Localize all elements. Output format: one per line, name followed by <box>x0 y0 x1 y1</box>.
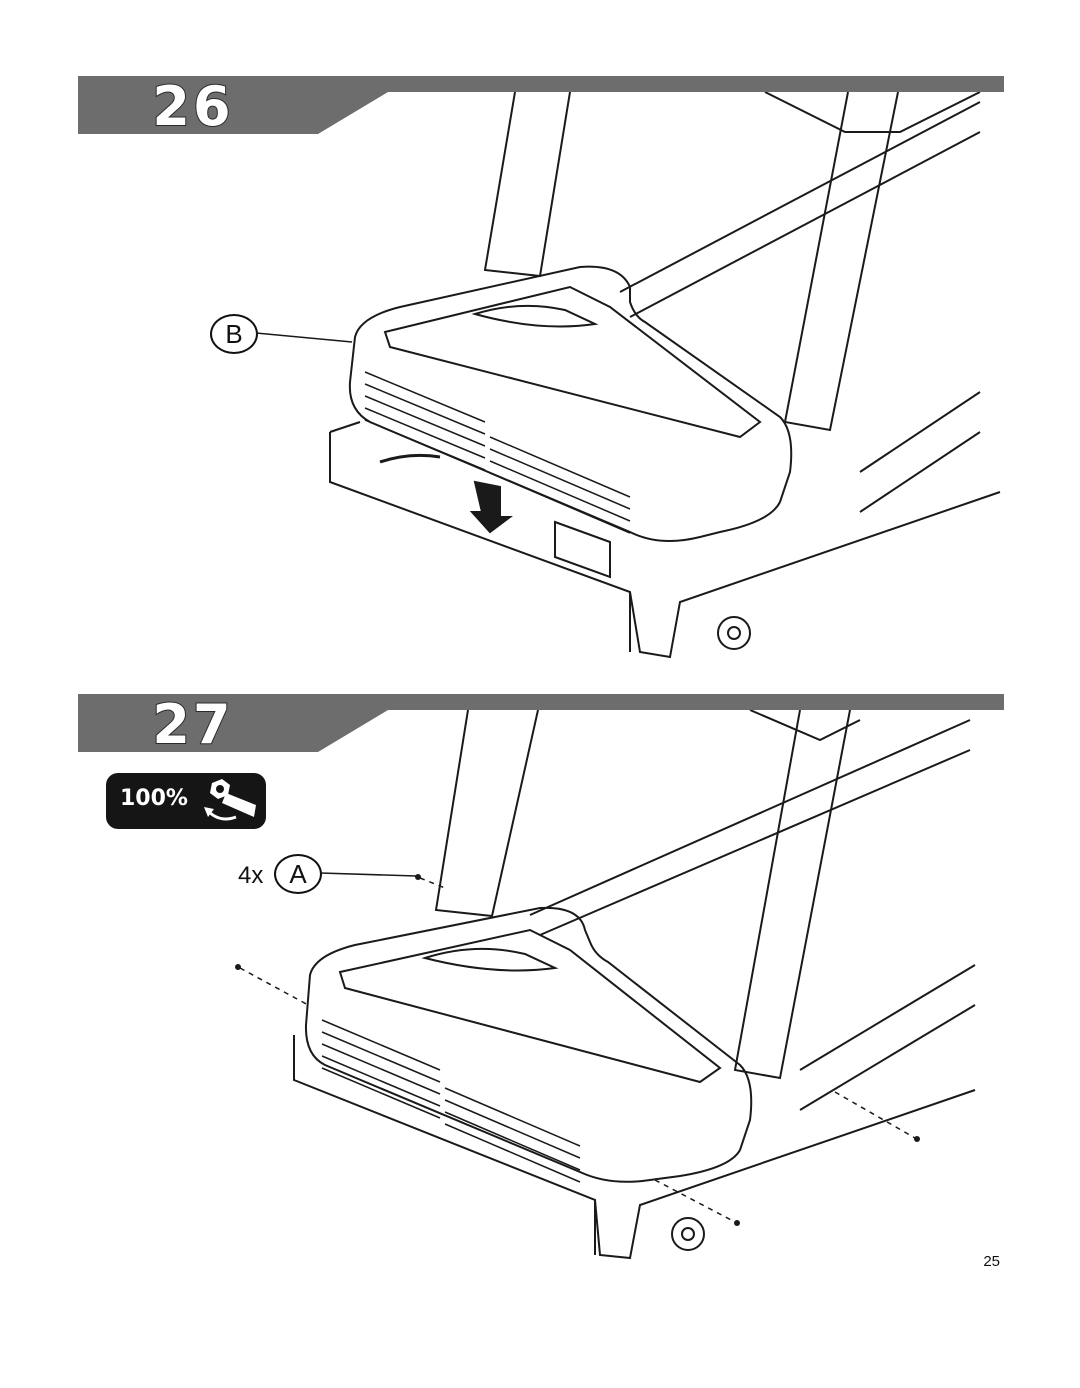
step-27-treadmill-illustration <box>235 710 976 1260</box>
callout-a-leader-line <box>320 872 417 877</box>
callout-b-leader-line <box>256 332 353 343</box>
callout-b-letter: B <box>210 314 258 354</box>
torque-badge: 100% <box>106 773 266 829</box>
page-number: 25 <box>983 1253 1000 1270</box>
step-26-treadmill-illustration <box>329 92 1001 659</box>
callout-a-quantity: 4x <box>238 862 264 889</box>
step-26-header <box>78 76 1004 136</box>
step-26-number: 26 <box>151 75 234 138</box>
torque-label: 100% <box>120 786 188 811</box>
callout-a-letter: A <box>274 854 322 894</box>
wrench-tighten-icon <box>204 779 256 821</box>
step-27-number: 27 <box>151 693 234 756</box>
step-27-header <box>78 694 1004 754</box>
